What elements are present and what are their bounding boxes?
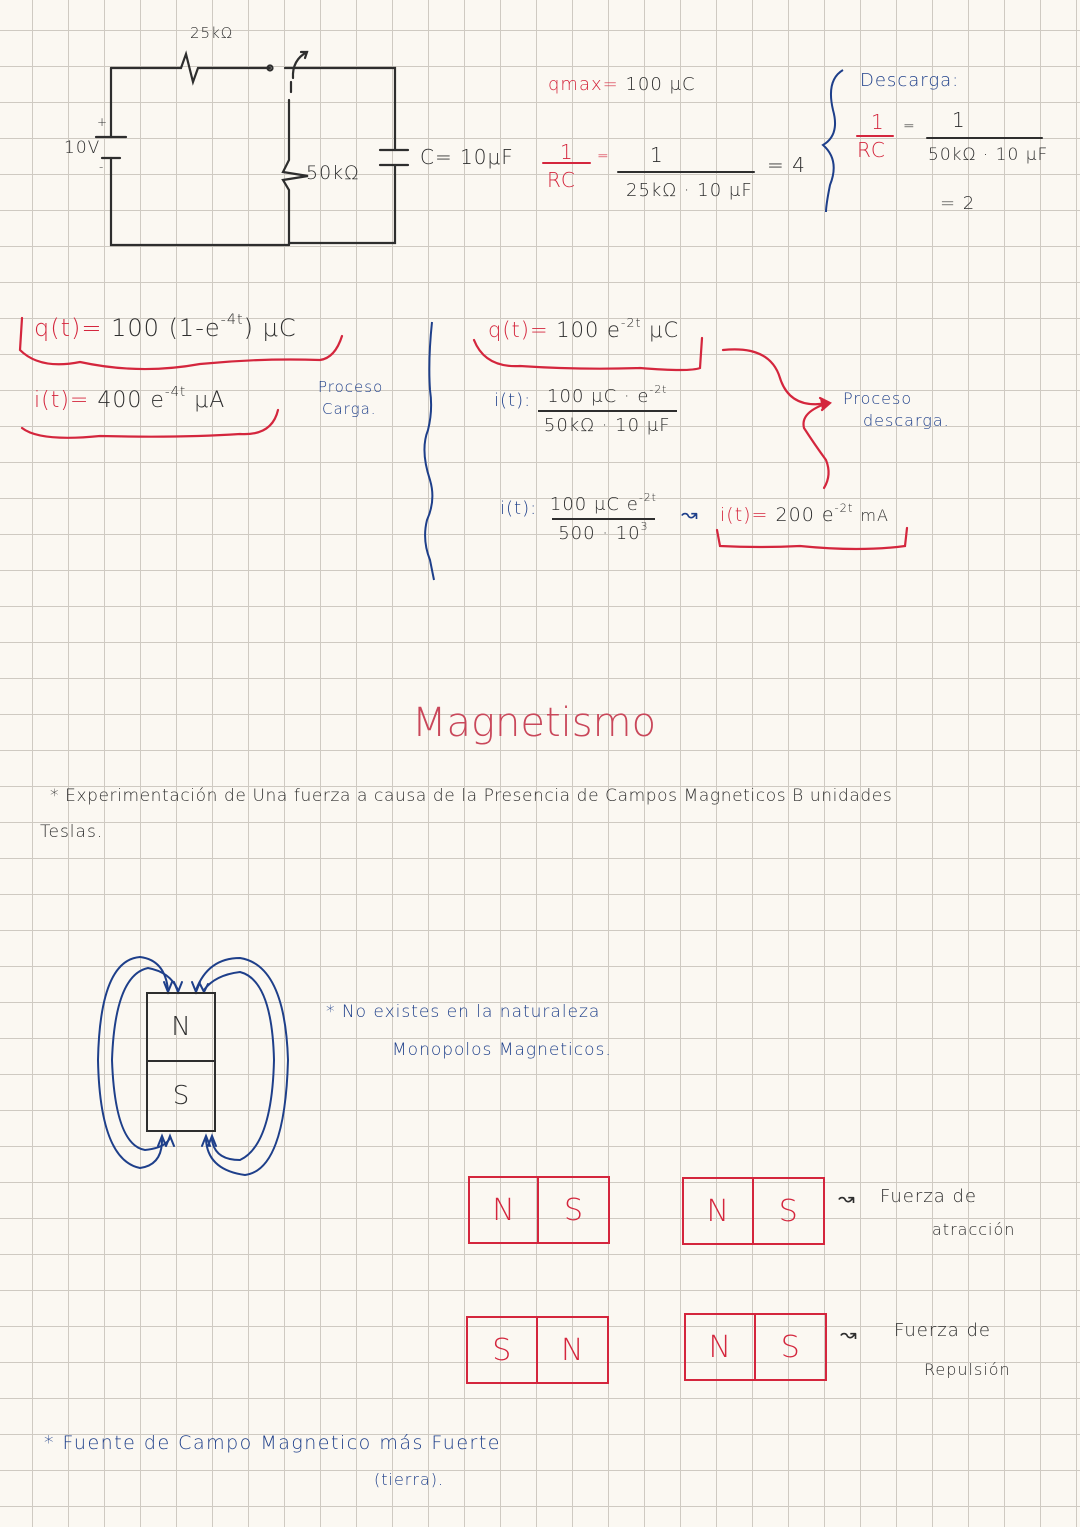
switch-arm	[291, 50, 309, 80]
q-exponent: -2t	[620, 314, 642, 330]
magnet-pair1-right: N S	[682, 1177, 825, 1245]
pole-north: N	[684, 1179, 754, 1243]
attraction-label-line2: atracción	[932, 1220, 1016, 1239]
r2-label: 50kΩ	[306, 162, 360, 184]
i3-unit: mA	[860, 506, 889, 525]
bullet-strongest-source: * Fuente de Campo Magnetico más Fuerte	[44, 1432, 501, 1454]
charge-ratio-den: RC	[547, 168, 576, 192]
i2-exponent: -2t	[638, 491, 657, 505]
discharge-heading: Descarga:	[860, 70, 960, 91]
i3-label: i(t)=	[720, 504, 769, 526]
wavy-divider	[423, 321, 435, 581]
resistor-25k	[109, 50, 272, 86]
pole-north: N	[561, 1332, 584, 1368]
discharging-note-line1: Proceso	[843, 389, 913, 408]
pole-north: N	[686, 1315, 756, 1379]
qmax-label: qmax=	[548, 74, 619, 95]
pole-south: S	[563, 1192, 584, 1228]
i2-fraction: 100 μC e-2t 500 · 103	[544, 491, 663, 544]
bar-magnet-south: S	[172, 1081, 190, 1111]
charging-note-line1: Proceso	[318, 378, 384, 396]
r1-label: 25kΩ	[190, 24, 234, 42]
q-expression: 100 e	[556, 318, 621, 342]
discharging-i-step2: i(t): 100 μC e-2t 500 · 103	[500, 491, 663, 544]
repulsion-label-line2: Repulsión	[924, 1360, 1011, 1379]
pole-south: S	[778, 1193, 798, 1229]
source-voltage-label: 10V	[64, 138, 101, 158]
minus-sign: -	[99, 160, 105, 174]
i1-numerator: 100 μC · e	[547, 386, 650, 407]
repulsion-arrow-icon: ↝	[840, 1322, 858, 1346]
charging-q-equation: q(t)= 100 (1-e-4t) μC	[34, 312, 297, 342]
attraction-label-line1: Fuerza de	[880, 1186, 977, 1207]
bar-magnet-north: N	[148, 994, 214, 1062]
magnet-pair2-right: N S	[684, 1313, 827, 1381]
discharge-ratio-num: 1	[871, 110, 885, 134]
discharging-i-step1: i(t): 100 μC · e-2t 50kΩ · 10 μF	[494, 383, 677, 436]
qmax-value: 100 μC	[625, 74, 696, 95]
bullet-magnetic-force-cont: Teslas.	[40, 822, 104, 842]
charging-i-equation: i(t)= 400 e-4t μA	[34, 385, 226, 413]
i2-denominator: 500 · 10	[558, 523, 641, 544]
i-expression: 400 e	[97, 388, 165, 413]
i-exponent: -4t	[164, 385, 187, 401]
repulsion-label-line1: Fuerza de	[894, 1320, 991, 1341]
magnet-pair2-left: S N	[466, 1316, 609, 1384]
charging-note: Proceso Carga.	[318, 376, 383, 420]
charging-note-line2: Carga.	[322, 400, 377, 418]
q-label: q(t)=	[34, 314, 103, 342]
i2-den-exponent: 3	[640, 520, 649, 534]
discharging-note-line2: descarga.	[863, 411, 950, 430]
q-unit: ) μC	[243, 314, 297, 342]
bullet-monopoles: * No existes en la naturaleza	[326, 1002, 601, 1022]
charge-ratio-num: 1	[560, 140, 574, 164]
i1-exponent: -2t	[649, 383, 668, 397]
charge-equals: =	[597, 148, 610, 164]
q-unit: μC	[649, 318, 680, 342]
page-title: Magnetismo	[412, 700, 657, 746]
discharging-note: Proceso descarga.	[843, 388, 950, 432]
bullet-magnetic-force: * Experimentación de Una fuerza a causa …	[50, 786, 893, 806]
i2-label: i(t):	[500, 498, 538, 519]
q-label: q(t)=	[488, 318, 549, 342]
circuit-diagram	[94, 50, 410, 247]
resistor-50k	[281, 98, 309, 247]
discharge-result: = 2	[940, 193, 976, 214]
discharging-q-equation: q(t)= 100 e-2t μC	[488, 314, 680, 342]
i3-expression: 200 e	[775, 504, 835, 526]
charge-frac-num: 1	[650, 143, 664, 167]
charge-frac-den: 25kΩ · 10 μF	[626, 180, 753, 201]
discharging-i-result: i(t)= 200 e-2t mA	[720, 500, 889, 526]
bullet-monopoles-cont: Monopolos Magneticos.	[392, 1040, 612, 1060]
discharge-frac-den: 50kΩ · 10 μF	[928, 145, 1049, 165]
i3-exponent: -2t	[834, 500, 854, 515]
pole-north: N	[470, 1178, 539, 1242]
i2-numerator: 100 μC e	[549, 494, 639, 515]
approx-arrow-icon: ↝	[681, 502, 699, 526]
capacitor-label: C= 10μF	[420, 145, 514, 169]
i1-label: i(t):	[494, 390, 532, 411]
magnet-pair1-left: N S	[468, 1176, 610, 1244]
charge-result: = 4	[767, 153, 806, 177]
i1-denominator: 50kΩ · 10 μF	[537, 410, 677, 436]
pole-south: S	[780, 1329, 800, 1365]
i-label: i(t)=	[34, 388, 90, 413]
i-unit: μA	[194, 388, 226, 413]
plus-sign: +	[97, 115, 109, 129]
qmax-line: qmax= 100 μC	[548, 74, 696, 95]
q-exponent: -4t	[220, 312, 244, 329]
bullet-strongest-source-cont: (tierra).	[374, 1470, 445, 1489]
i1-fraction: 100 μC · e-2t 50kΩ · 10 μF	[537, 383, 677, 436]
discharge-equals: =	[903, 118, 916, 134]
attraction-arrow-icon: ↝	[838, 1186, 856, 1210]
q-expression: 100 (1-e	[111, 314, 221, 342]
discharge-ratio-den: RC	[857, 138, 886, 162]
bar-magnet: N S	[146, 992, 216, 1132]
pole-south: S	[468, 1318, 538, 1382]
discharge-frac-num: 1	[952, 108, 966, 132]
